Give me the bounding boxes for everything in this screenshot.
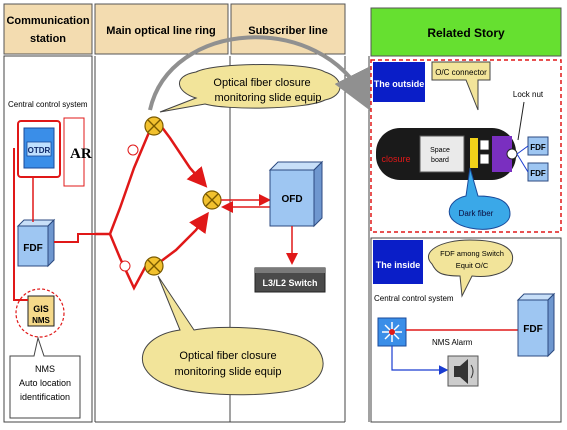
ar-box bbox=[63, 117, 85, 187]
ring-upper-right bbox=[157, 121, 208, 188]
otdr-label: OTDR bbox=[28, 146, 51, 155]
inside-callout-line1: FDF among Switch bbox=[440, 249, 504, 258]
inside-title: The inside bbox=[376, 260, 421, 270]
nms-label: NMS bbox=[32, 316, 50, 325]
callout-bottom-line1: Optical fiber closure bbox=[179, 350, 276, 362]
ofd-side bbox=[313, 160, 323, 228]
oc-connector-label: O/C connector bbox=[435, 68, 487, 77]
header-related-story bbox=[370, 7, 562, 57]
ring-lower-left bbox=[108, 233, 150, 291]
inside-panel bbox=[370, 237, 562, 423]
column-comm-station bbox=[3, 55, 93, 423]
speaker-glyph bbox=[454, 359, 468, 384]
ring-node-middle-cross bbox=[205, 193, 219, 207]
gis-box bbox=[27, 295, 55, 327]
header-comm-station-line2: station bbox=[30, 33, 66, 45]
ofd-label: OFD bbox=[281, 194, 302, 205]
oc-connector-callout bbox=[431, 61, 491, 111]
nms-note-callout bbox=[9, 336, 81, 419]
switch-label: L3/L2 Switch bbox=[262, 278, 317, 288]
lock-nut-body bbox=[492, 136, 512, 172]
oc-connector-strip bbox=[470, 138, 478, 168]
header-related-story-label: Related Story bbox=[427, 26, 505, 40]
header-subscriber bbox=[230, 3, 346, 55]
ring-lower-right bbox=[159, 211, 209, 263]
inside-switch-center bbox=[389, 329, 395, 335]
fdf-left-side bbox=[47, 218, 55, 268]
header-comm-station bbox=[3, 3, 93, 55]
nms-alarm-label: NMS Alarm bbox=[432, 338, 473, 347]
otdr-frame bbox=[17, 120, 61, 178]
ring-node-top-cross bbox=[147, 119, 161, 133]
oc-port-1 bbox=[479, 139, 490, 151]
inside-callout bbox=[428, 239, 514, 298]
outside-fdf1-label: FDF bbox=[530, 143, 546, 152]
header-subscriber-label: Subscriber line bbox=[248, 25, 327, 37]
ar-label: AR bbox=[70, 146, 92, 162]
nms-note-line2: Auto location bbox=[19, 378, 71, 388]
callout-top bbox=[159, 64, 341, 113]
lock-nut-ring bbox=[506, 148, 518, 160]
nms-note-line3: identification bbox=[20, 392, 70, 402]
ring-node-bottom-cross bbox=[147, 259, 161, 273]
gis-nms-dashed-circle bbox=[15, 288, 65, 338]
callout-bottom bbox=[142, 275, 324, 396]
callout-top-line2: monitoring slide equip bbox=[214, 92, 321, 104]
inside-central-control-label: Central control system bbox=[374, 294, 454, 303]
inside-fdf-box bbox=[517, 299, 549, 357]
oc-port-2 bbox=[479, 153, 490, 165]
central-control-label: Central control system bbox=[8, 100, 88, 109]
otdr-to-gis-line bbox=[13, 148, 28, 301]
header-comm-station-line1: Communication bbox=[6, 15, 89, 27]
header-main-ring-label: Main optical line ring bbox=[106, 25, 215, 37]
ring-marker-top bbox=[127, 144, 139, 156]
inside-fdf-side bbox=[547, 292, 555, 358]
speaker-wave bbox=[470, 364, 474, 379]
fdf-to-ring-line bbox=[54, 233, 95, 243]
space-board bbox=[419, 135, 465, 173]
dark-fiber-callout bbox=[448, 167, 511, 230]
otdr-screen bbox=[26, 141, 52, 157]
space-board-line2: board bbox=[431, 157, 449, 164]
inside-title-box bbox=[373, 240, 423, 284]
dark-fiber-label: Dark fiber bbox=[459, 209, 494, 218]
callout-top-line1: Optical fiber closure bbox=[213, 77, 310, 89]
inside-callout-line2: Equit O/C bbox=[456, 261, 489, 270]
nms-alarm-arrow bbox=[391, 346, 449, 375]
inside-fdf-label: FDF bbox=[523, 324, 542, 335]
outside-title: The outside bbox=[374, 79, 425, 89]
ofd-top bbox=[268, 161, 324, 171]
gis-label: GIS bbox=[33, 304, 49, 314]
nms-note-line1: NMS bbox=[35, 364, 55, 374]
lock-nut-pointer bbox=[517, 101, 525, 141]
switch-top bbox=[255, 268, 325, 273]
lock-nut-label: Lock nut bbox=[513, 90, 544, 99]
to-story-arrow bbox=[148, 35, 371, 111]
outside-fdf2-label: FDF bbox=[530, 169, 546, 178]
outside-fdf1-link bbox=[516, 145, 529, 155]
outside-panel bbox=[370, 59, 562, 233]
callout-bottom-line2: monitoring slide equip bbox=[174, 366, 281, 378]
outside-fdf2-link bbox=[516, 153, 529, 173]
outside-title-box bbox=[373, 62, 425, 102]
fdf-left-label: FDF bbox=[23, 243, 42, 254]
ring-upper-left bbox=[95, 129, 152, 236]
ring-marker-bottom bbox=[119, 260, 131, 272]
closure-label: closure bbox=[381, 154, 410, 164]
space-board-line1: Space bbox=[430, 147, 450, 154]
